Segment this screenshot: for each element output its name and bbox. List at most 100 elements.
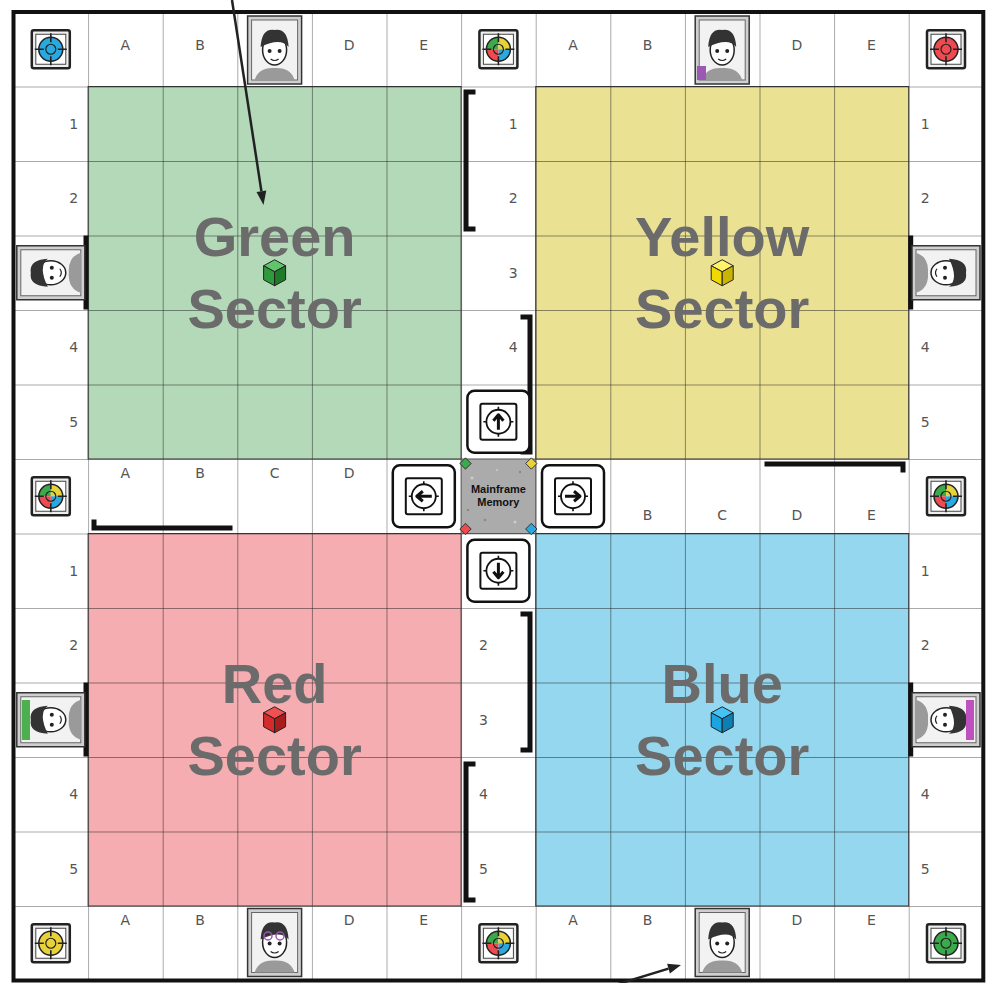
pointer-arrow <box>667 964 681 974</box>
row-number: 3 <box>479 713 488 727</box>
sector-area: Green Sector <box>88 87 461 460</box>
row-number: 4 <box>921 787 930 801</box>
column-letter: E <box>867 913 876 927</box>
row-number: 2 <box>479 638 488 652</box>
column-letter: A <box>121 913 131 927</box>
row-number: 5 <box>479 862 488 876</box>
pointer-arrow <box>257 190 267 205</box>
column-letter: E <box>867 38 876 52</box>
column-letter: B <box>195 466 205 480</box>
character-portrait <box>17 693 85 747</box>
sector-fill <box>536 87 909 460</box>
row-number: 4 <box>69 787 78 801</box>
wall-segment <box>86 92 911 900</box>
mainframe-tile <box>519 471 521 473</box>
mainframe-tile <box>460 458 537 535</box>
wall-segment <box>466 92 473 229</box>
sector-area: Blue Sector <box>536 534 909 907</box>
wall-segment <box>94 522 230 528</box>
column-letter: D <box>791 38 802 52</box>
column-letter: D <box>344 913 355 927</box>
sector-fill <box>536 534 909 907</box>
column-letter: A <box>121 466 131 480</box>
mainframe-tile <box>460 523 471 534</box>
column-letter: D <box>791 508 802 522</box>
target-icon <box>479 924 517 962</box>
target-icon <box>32 30 70 68</box>
column-letter: A <box>121 38 131 52</box>
row-number: 1 <box>69 564 78 578</box>
wall-segment <box>466 764 473 900</box>
target-icon <box>32 30 965 962</box>
column-letter: B <box>195 38 205 52</box>
mainframe-tile <box>461 459 536 534</box>
sector-fill <box>88 87 461 460</box>
pointer-arrow <box>232 0 681 983</box>
mainframe-tile <box>471 477 474 480</box>
row-number: 2 <box>69 191 78 205</box>
column-letter: E <box>419 913 428 927</box>
target-icon <box>32 477 70 515</box>
character-portrait <box>966 700 974 740</box>
column-letter: D <box>344 38 355 52</box>
row-number: 1 <box>921 117 930 131</box>
board-ground <box>14 12 984 981</box>
wall-segment <box>767 464 903 470</box>
pointer-arrow <box>232 0 261 191</box>
row-number: 4 <box>509 340 518 354</box>
direction-arrow-icon <box>393 465 455 527</box>
sector-fill <box>88 87 909 907</box>
character-portrait <box>912 246 980 300</box>
row-number: 2 <box>921 191 930 205</box>
sector-fill <box>536 87 909 460</box>
row-number: 2 <box>69 638 78 652</box>
character-portrait <box>695 16 749 84</box>
row-number: 5 <box>69 862 78 876</box>
character-portrait <box>264 932 272 940</box>
mainframe-tile <box>526 458 537 469</box>
column-letter: D <box>344 466 355 480</box>
board-border <box>14 12 984 981</box>
sector-fill <box>88 87 461 460</box>
sector-label: Yellow Sector <box>597 201 847 345</box>
column-letter: B <box>643 508 653 522</box>
mainframe-tile <box>496 469 498 471</box>
target-icon <box>32 924 70 962</box>
mainframe-label: Mainframe Memory <box>463 483 533 509</box>
character-portrait <box>248 909 302 977</box>
board-border <box>14 12 984 981</box>
sector-fill <box>88 534 461 907</box>
row-number: 5 <box>69 415 78 429</box>
row-number: 3 <box>509 266 518 280</box>
column-letter: E <box>419 38 428 52</box>
column-letter: C <box>270 466 280 480</box>
mainframe-box: Mainframe Memory <box>461 459 536 534</box>
column-letter: B <box>643 913 653 927</box>
row-number: 5 <box>921 415 930 429</box>
column-letter: B <box>195 913 205 927</box>
character-portrait <box>248 16 302 84</box>
direction-arrow-icon <box>467 540 529 602</box>
sector-label: Green Sector <box>150 201 400 345</box>
column-letter: B <box>643 38 653 52</box>
row-number: 1 <box>921 564 930 578</box>
row-number: 1 <box>509 117 518 131</box>
mainframe-tile <box>526 523 537 534</box>
row-number: 2 <box>509 191 518 205</box>
character-portrait <box>912 693 980 747</box>
row-number: 4 <box>69 340 78 354</box>
direction-arrow-icon <box>467 391 529 453</box>
character-portrait <box>17 246 85 300</box>
character-portrait <box>17 16 980 977</box>
character-portrait <box>695 909 749 977</box>
sector-label: Blue Sector <box>597 648 847 792</box>
row-number: 2 <box>921 638 930 652</box>
character-portrait <box>697 66 706 80</box>
target-icon <box>927 924 965 962</box>
row-number: 5 <box>921 862 930 876</box>
column-letter: A <box>568 913 578 927</box>
column-letter: A <box>568 38 578 52</box>
sector-area: Yellow Sector <box>536 87 909 460</box>
row-number: 4 <box>921 340 930 354</box>
